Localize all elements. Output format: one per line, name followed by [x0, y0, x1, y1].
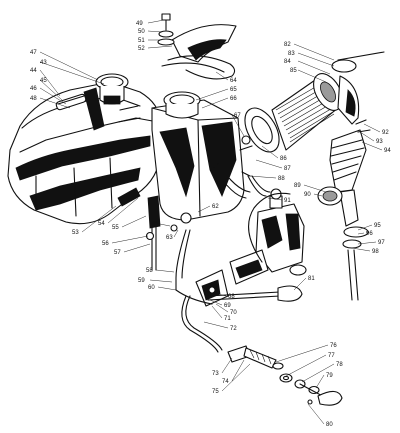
part-label-82: 82	[284, 42, 291, 48]
part-label-68: 68	[228, 294, 235, 300]
leader-lines	[39, 19, 383, 425]
fuel-tank-icon	[7, 81, 161, 225]
part-label-80: 80	[326, 422, 333, 428]
part-label-65: 65	[230, 87, 237, 93]
part-label-49: 49	[136, 21, 143, 27]
part-label-63: 63	[166, 235, 173, 241]
part-label-96: 96	[366, 231, 373, 237]
part-label-72: 72	[230, 326, 237, 332]
part-label-56: 56	[102, 241, 109, 247]
part-label-66: 66	[230, 96, 237, 102]
part-label-69: 69	[224, 303, 231, 309]
part-label-75: 75	[212, 389, 219, 395]
part-label-94: 94	[384, 148, 391, 154]
throttle-cable-icon	[181, 192, 291, 353]
part-label-57: 57	[114, 250, 121, 256]
strap-icon	[157, 13, 237, 80]
twist-grip-icon	[227, 345, 284, 370]
part-label-89: 89	[294, 183, 301, 189]
part-label-88: 88	[278, 176, 285, 182]
oil-tank-icon	[151, 91, 253, 232]
part-label-71: 71	[224, 316, 231, 322]
part-label-81: 81	[308, 276, 315, 282]
part-label-48: 48	[30, 96, 37, 102]
washer-parts-icon	[279, 373, 343, 406]
part-label-90: 90	[304, 192, 311, 198]
part-label-92: 92	[382, 130, 389, 136]
part-label-45: 45	[40, 78, 47, 84]
part-label-51: 51	[138, 38, 145, 44]
part-label-76: 76	[330, 343, 337, 349]
part-label-67: 67	[234, 113, 241, 119]
part-label-79: 79	[326, 373, 333, 379]
part-label-43: 43	[40, 60, 47, 66]
part-label-58: 58	[146, 268, 153, 274]
part-label-59: 59	[138, 278, 145, 284]
intake-hose-icon	[317, 119, 371, 301]
carburettor-icon	[195, 188, 307, 307]
choke-lever-icon	[207, 285, 303, 302]
part-label-64: 64	[230, 78, 237, 84]
part-label-83: 83	[288, 51, 295, 57]
part-label-50: 50	[138, 29, 145, 35]
part-label-73: 73	[212, 371, 219, 377]
part-label-60: 60	[148, 285, 155, 291]
part-label-95: 95	[374, 223, 381, 229]
part-label-85: 85	[290, 68, 297, 74]
part-label-84: 84	[284, 59, 291, 65]
part-label-77: 77	[328, 353, 335, 359]
part-labels: 49 50 51 52 82 83 84 85 47 43 44 45 46 4…	[30, 21, 391, 428]
part-label-52: 52	[138, 46, 145, 52]
part-label-44: 44	[30, 68, 37, 74]
part-label-86: 86	[280, 156, 287, 162]
part-label-97: 97	[378, 240, 385, 246]
part-label-61: 61	[152, 222, 159, 228]
part-label-70: 70	[230, 310, 237, 316]
filler-cap-icon	[55, 73, 129, 111]
part-label-53: 53	[72, 230, 79, 236]
part-label-55: 55	[112, 225, 119, 231]
part-label-47: 47	[30, 50, 37, 56]
part-label-46: 46	[30, 86, 37, 92]
part-label-93: 93	[376, 139, 383, 145]
part-label-74: 74	[222, 379, 229, 385]
part-label-54: 54	[98, 221, 105, 227]
part-label-62: 62	[212, 204, 219, 210]
part-label-78: 78	[336, 362, 343, 368]
part-label-87: 87	[284, 166, 291, 172]
part-label-98: 98	[372, 249, 379, 255]
part-label-91: 91	[284, 198, 291, 204]
air-filter-icon	[244, 51, 385, 153]
